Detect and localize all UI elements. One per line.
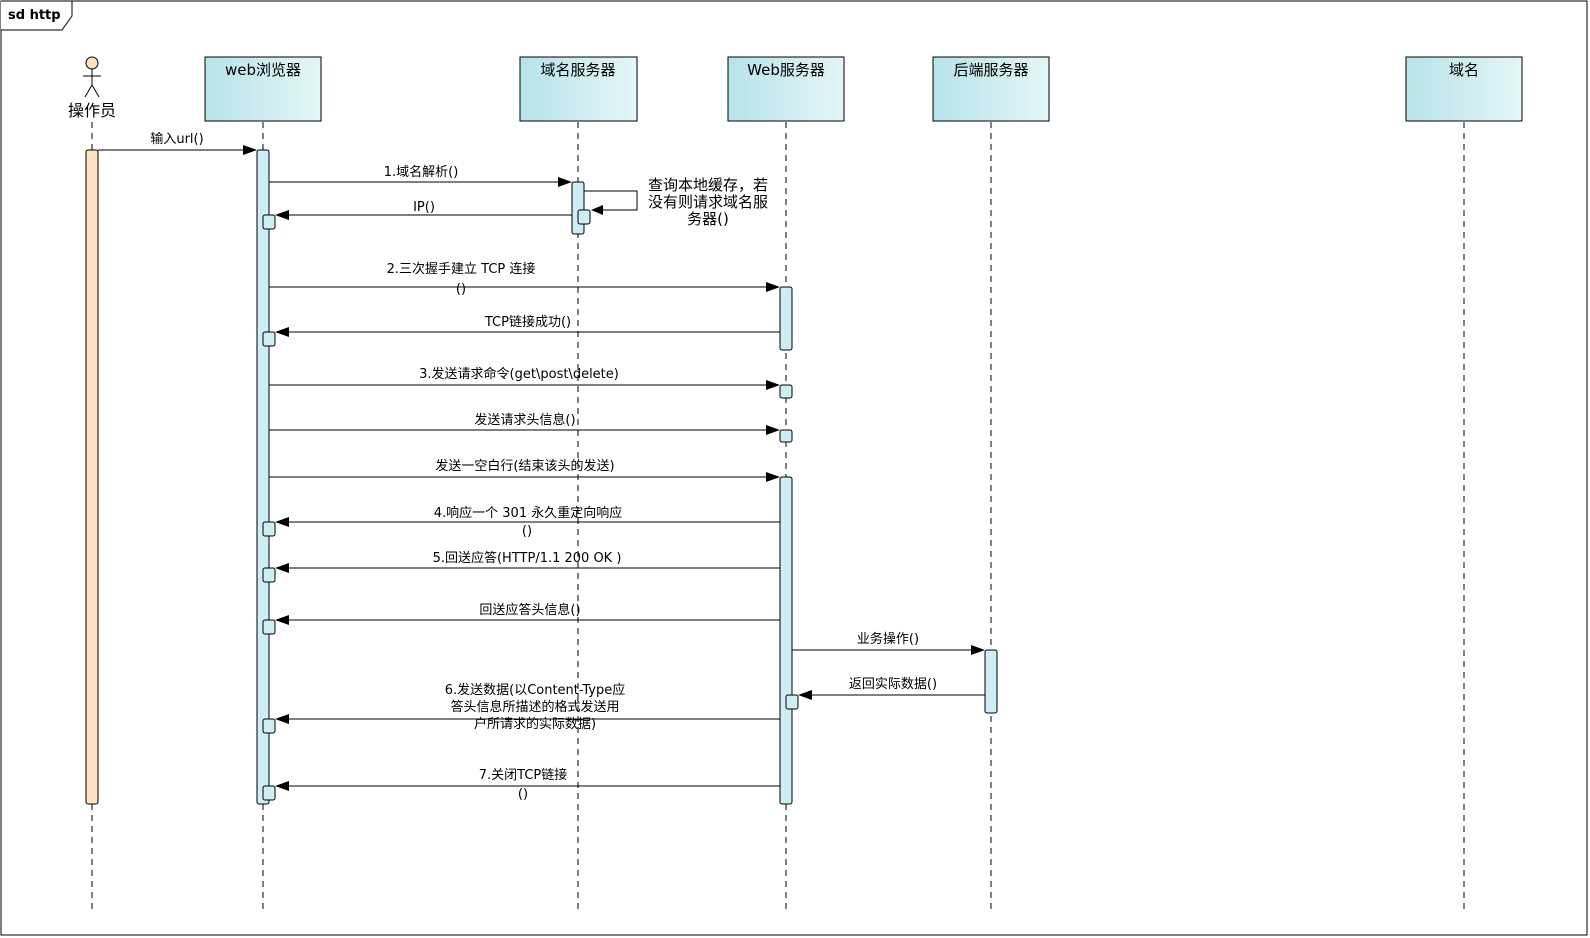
participant-domain: 域名 bbox=[1405, 56, 1523, 122]
message-m0: 输入url() bbox=[98, 131, 257, 155]
message-self: 查询本地缓存，若 没有则请求域名服 务器() bbox=[584, 176, 768, 228]
message-label: 答头信息所描述的格式发送用 bbox=[450, 699, 619, 715]
activation-dns-self bbox=[577, 209, 591, 225]
message-label: 输入url() bbox=[150, 131, 203, 147]
head-domain-label: 域名 bbox=[1449, 61, 1479, 79]
activation-backend bbox=[984, 649, 998, 714]
message-label: 业务操作() bbox=[857, 631, 919, 647]
message-m8: 4.响应一个 301 永久重定向响应 () bbox=[275, 505, 780, 539]
message-m6: 发送请求头信息() bbox=[269, 412, 780, 435]
participant-web: Web服务器 bbox=[727, 56, 845, 122]
message-m9: 5.回送应答(HTTP/1.1 200 OK ) bbox=[275, 550, 780, 573]
message-label: 返回实际数据() bbox=[849, 677, 937, 692]
message-label: () bbox=[456, 282, 466, 297]
frame-title: sd http bbox=[8, 8, 61, 23]
activation-browser bbox=[256, 149, 270, 805]
message-label: 发送一空白行(结束该头的发送) bbox=[435, 458, 614, 474]
message-label: 2.三次握手建立 TCP 连接 bbox=[387, 261, 536, 277]
actor-head bbox=[85, 56, 99, 70]
message-label: 7.关闭TCP链接 bbox=[479, 767, 568, 783]
actor-operator: 操作员 bbox=[68, 56, 116, 120]
activation-browser-r7 bbox=[262, 785, 276, 801]
actor-name: 操作员 bbox=[68, 101, 116, 120]
head-browser-label: web浏览器 bbox=[225, 61, 301, 79]
message-m7: 发送一空白行(结束该头的发送) bbox=[269, 458, 780, 482]
message-m10: 回送应答头信息() bbox=[275, 602, 780, 625]
participant-backend: 后端服务器 bbox=[932, 56, 1050, 122]
message-m1: 1.域名解析() bbox=[269, 164, 572, 187]
message-label: 5.回送应答(HTTP/1.1 200 OK ) bbox=[433, 550, 622, 566]
message-m12: 返回实际数据() bbox=[798, 677, 985, 700]
activations bbox=[85, 149, 998, 805]
lifelines bbox=[91, 122, 1465, 910]
head-web bbox=[727, 56, 845, 122]
message-m2: IP() bbox=[275, 200, 572, 220]
head-backend-label: 后端服务器 bbox=[953, 61, 1028, 79]
head-web-label: Web服务器 bbox=[747, 61, 825, 79]
activation-web-4 bbox=[779, 476, 793, 805]
activation-browser-r1 bbox=[262, 214, 276, 230]
frame-tab bbox=[1, 0, 73, 31]
activation-actor bbox=[85, 149, 99, 805]
head-backend bbox=[932, 56, 1050, 122]
head-browser bbox=[204, 56, 322, 122]
self-label-line3: 务器() bbox=[687, 210, 729, 228]
activation-browser-r5 bbox=[262, 619, 276, 635]
message-label: () bbox=[518, 787, 528, 802]
message-label: 发送请求头信息() bbox=[474, 412, 575, 428]
activation-browser-r2 bbox=[262, 331, 276, 347]
activation-web-2 bbox=[779, 384, 793, 399]
message-label: 4.响应一个 301 永久重定向响应 bbox=[434, 505, 622, 521]
message-label: 户所请求的实际数据) bbox=[474, 716, 596, 732]
message-m11: 业务操作() bbox=[792, 631, 985, 655]
message-label: 1.域名解析() bbox=[384, 164, 459, 180]
activation-browser-r6 bbox=[262, 718, 276, 734]
message-m5: 3.发送请求命令(get\post\delete) bbox=[269, 366, 780, 390]
activation-web-return bbox=[785, 694, 799, 710]
participant-dns: 域名服务器 bbox=[519, 56, 638, 122]
activation-web-1 bbox=[779, 286, 793, 351]
message-label: 3.发送请求命令(get\post\delete) bbox=[419, 366, 619, 382]
self-label-line2: 没有则请求域名服 bbox=[648, 193, 768, 211]
message-m13: 6.发送数据(以Content-Type应 答头信息所描述的格式发送用 户所请求… bbox=[275, 682, 780, 732]
message-m14: 7.关闭TCP链接 () bbox=[275, 767, 780, 802]
message-label: IP() bbox=[413, 200, 435, 215]
message-label: () bbox=[522, 524, 532, 539]
message-m4: TCP链接成功() bbox=[275, 314, 780, 337]
activation-web-3 bbox=[779, 429, 793, 443]
self-label-line1: 查询本地缓存，若 bbox=[648, 176, 768, 194]
activation-browser-r3 bbox=[262, 521, 276, 537]
head-dns-label: 域名服务器 bbox=[540, 61, 615, 79]
message-label: 6.发送数据(以Content-Type应 bbox=[445, 682, 626, 698]
head-domain bbox=[1405, 56, 1523, 122]
head-dns bbox=[519, 56, 638, 122]
message-label: TCP链接成功() bbox=[484, 314, 571, 330]
message-label: 回送应答头信息() bbox=[479, 602, 580, 618]
activation-dns bbox=[571, 181, 585, 235]
activation-browser-r4 bbox=[262, 567, 276, 583]
message-m3: 2.三次握手建立 TCP 连接 () bbox=[269, 261, 780, 297]
participant-browser: web浏览器 bbox=[204, 56, 322, 122]
